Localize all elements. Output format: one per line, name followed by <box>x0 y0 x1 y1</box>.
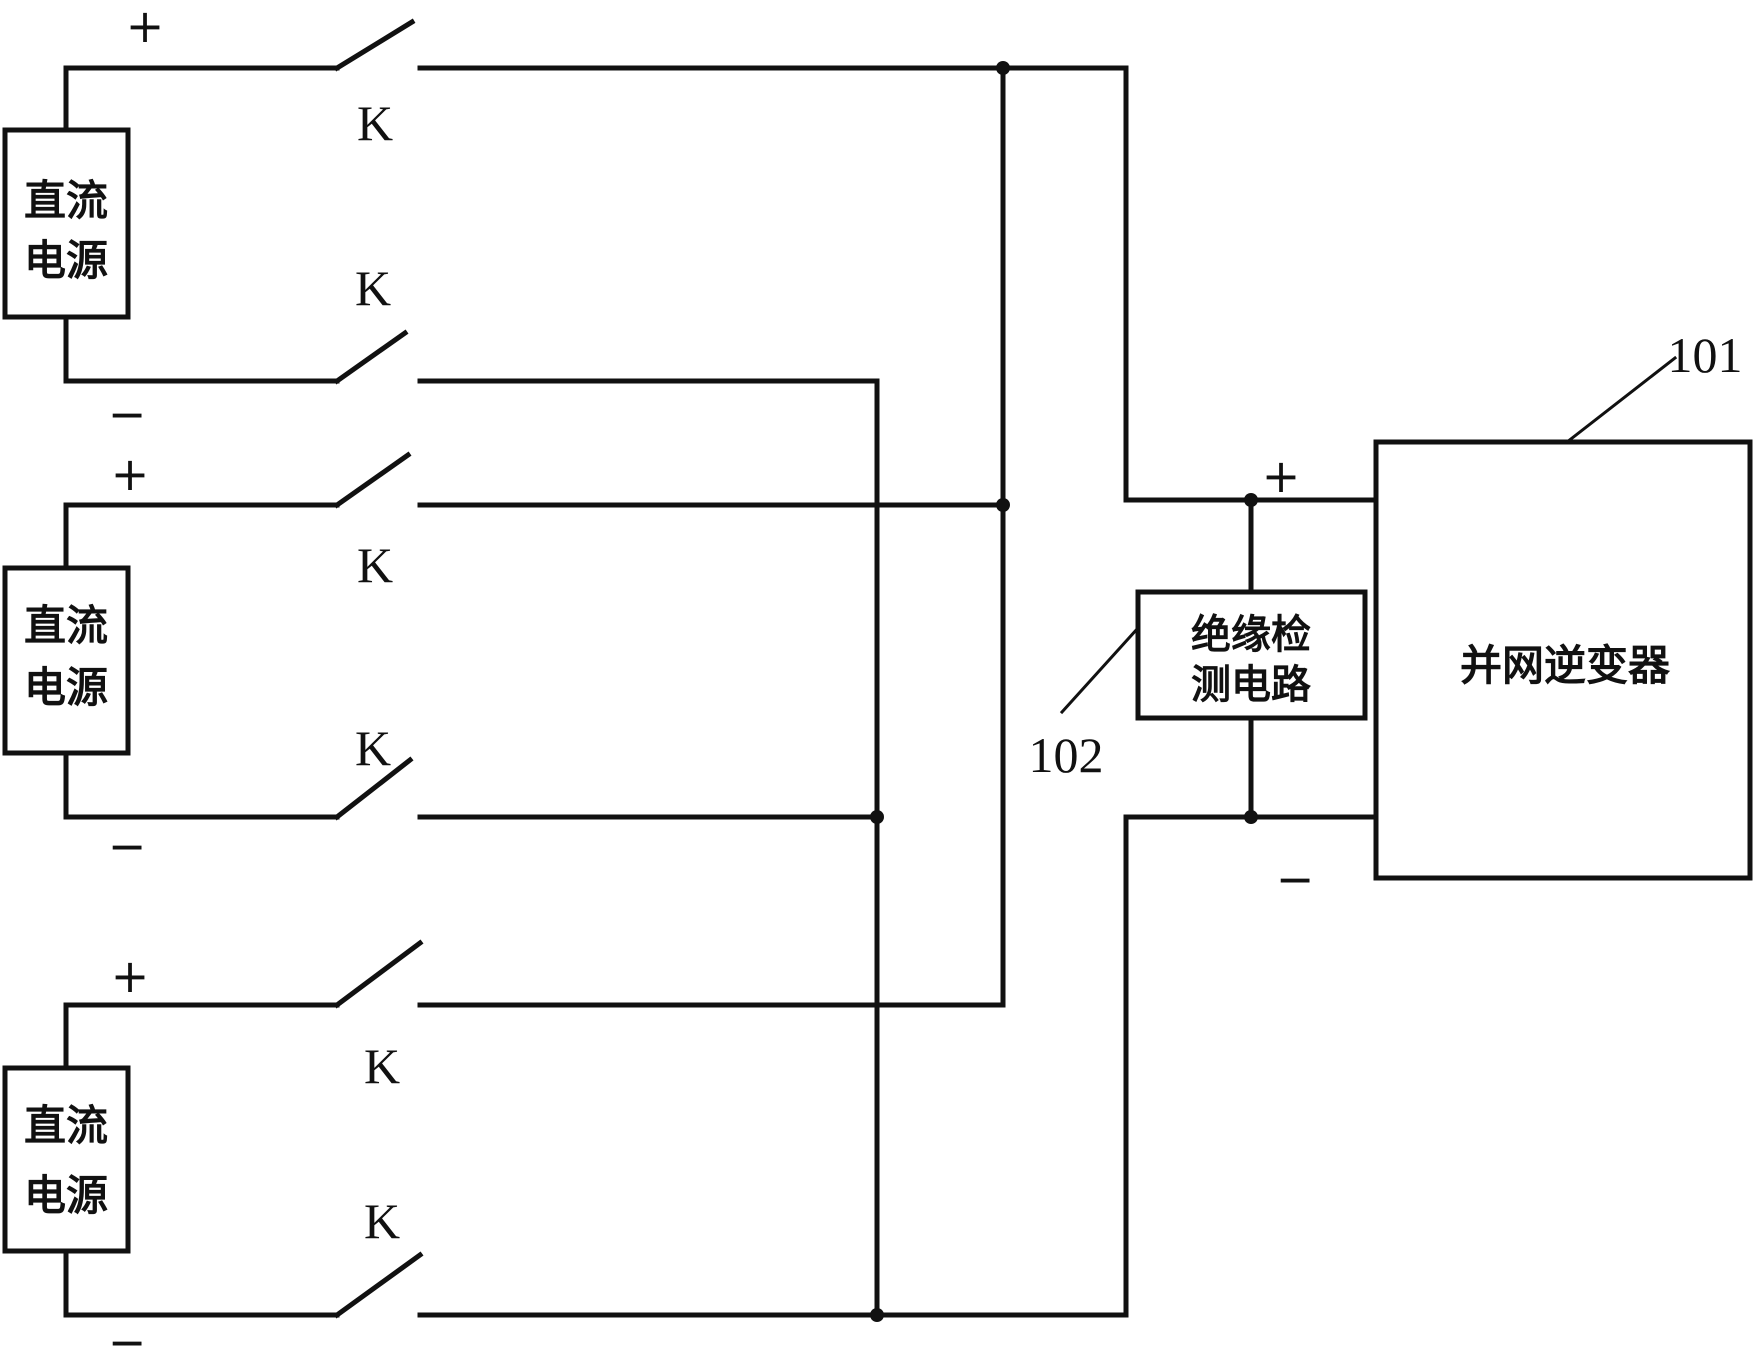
dc-source-1-negative-lead <box>63 314 340 384</box>
dc-source-1-positive-lead <box>63 65 340 133</box>
detector-label-line2: 测电路 <box>1191 662 1312 708</box>
detector-box <box>1135 589 1368 721</box>
negative-junction-dot-1 <box>870 810 884 824</box>
dc-source-3-positive-lead <box>63 1002 340 1071</box>
dc-source-3: 直流 电源 + − K K <box>2 939 424 1350</box>
inverter-leader-line <box>1564 355 1678 445</box>
dc-source-3-label-line2: 电源 <box>24 1171 108 1220</box>
dc-source-3-plus: + <box>111 949 150 1003</box>
dc-source-2-plus: + <box>111 447 150 501</box>
inverter-box <box>1373 439 1753 881</box>
dc-source-1-label-line1: 直流 <box>24 176 108 225</box>
dc-source-1-minus: − <box>108 387 147 441</box>
positive-feed-to-inverter <box>1123 65 1379 503</box>
dc-source-1-label-line2: 电源 <box>24 236 108 285</box>
negative-junction-dot-2 <box>870 1308 884 1322</box>
switch-2-top-blade <box>333 451 412 509</box>
dc-source-2-negative-lead <box>63 750 340 820</box>
switch-1-top-label: K <box>357 95 393 151</box>
switch-1-bottom-label: K <box>355 260 391 316</box>
dc-source-2-label-line1: 直流 <box>24 601 108 650</box>
positive-junction-dot-1 <box>996 61 1010 75</box>
dc-source-2-label-line2: 电源 <box>24 663 108 712</box>
dc-source-2: 直流 电源 + − K K <box>2 447 414 873</box>
switch-2-bottom-label: K <box>355 720 391 776</box>
dc-source-3-negative-lead <box>63 1248 340 1318</box>
negative-bus <box>417 378 1379 1322</box>
dc-source-3-label-line1: 直流 <box>24 1101 108 1150</box>
dc-source-1-plus: + <box>126 0 165 53</box>
inverter-plus: + <box>1262 449 1301 503</box>
positive-junction-dot-2 <box>996 498 1010 512</box>
switch-1-bottom-blade <box>333 329 409 385</box>
detector-label-line1: 绝缘检 <box>1191 612 1311 658</box>
dc-source-2-box <box>2 565 131 756</box>
switch-3-top-label: K <box>364 1038 400 1094</box>
dc-source-2-minus: − <box>108 819 147 873</box>
detector-ref-number: 102 <box>1029 727 1104 783</box>
switch-3-bottom-blade <box>333 1251 424 1319</box>
switch-2-bottom-blade <box>333 756 414 821</box>
inverter-label: 并网逆变器 <box>1460 641 1671 690</box>
detector-leader-line <box>1059 625 1141 715</box>
dc-source-2-positive-lead <box>63 502 340 571</box>
switch-2-top-label: K <box>357 537 393 593</box>
insulation-detection-circuit: 绝缘检 测电路 102 <box>1029 497 1368 820</box>
switch-3-bottom-label: K <box>364 1193 400 1249</box>
inverter-minus: − <box>1276 852 1315 906</box>
switch-1-top-blade <box>333 18 416 72</box>
switch-3-top-blade <box>333 939 424 1009</box>
negative-feed-to-inverter <box>1123 814 1379 1318</box>
inverter-ref-number: 101 <box>1668 327 1743 383</box>
dc-source-1: 直流 电源 + − K K <box>2 0 416 441</box>
positive-bus <box>417 61 1379 1008</box>
grid-tied-inverter: 并网逆变器 101 + − <box>1262 327 1753 906</box>
dc-source-3-box <box>2 1065 131 1254</box>
dc-source-3-minus: − <box>108 1315 147 1350</box>
